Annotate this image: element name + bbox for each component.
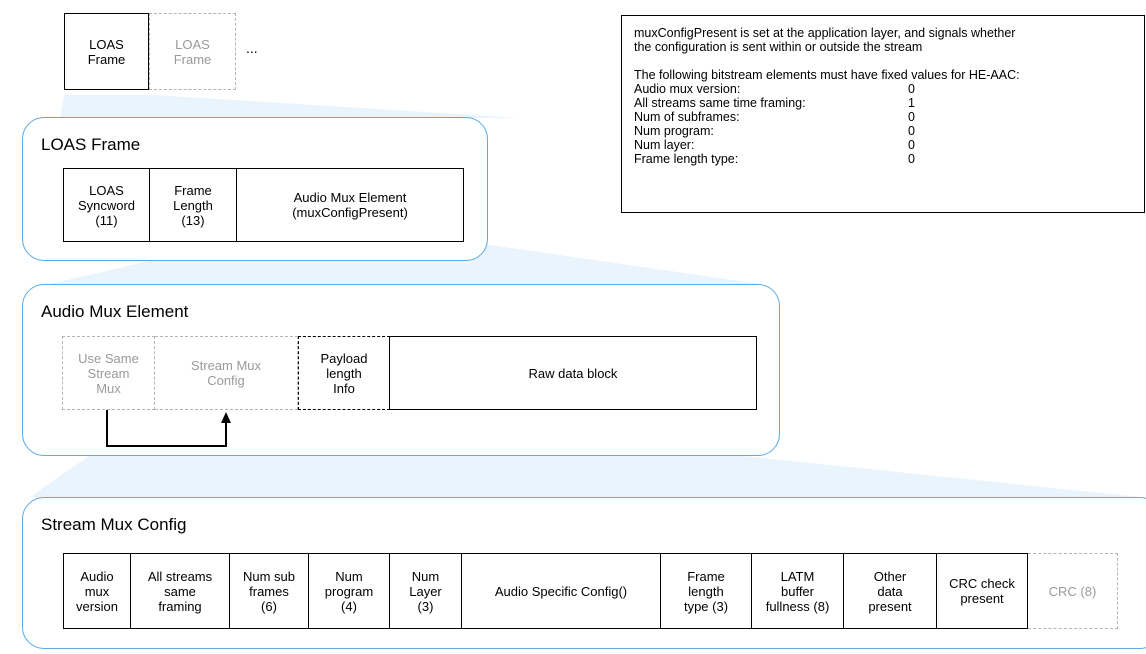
loas-frame-box-next: LOAS Frame xyxy=(149,13,236,90)
other-data-present-cell: Other data present xyxy=(843,553,937,629)
note-line-3: The following bitstream elements must ha… xyxy=(634,68,1020,82)
note-line-1: muxConfigPresent is set at the applicati… xyxy=(634,26,1016,40)
latm-buffer-fullness-cell: LATM buffer fullness (8) xyxy=(751,553,844,629)
audio-mux-version-cell: Audio mux version xyxy=(63,553,131,629)
payload-length-info-cell: Payload length Info xyxy=(298,336,390,410)
zoom-wedge-loas xyxy=(60,95,520,118)
use-same-stream-mux-cell: Use Same Stream Mux xyxy=(62,336,155,410)
note-row: Num of subframes:0 xyxy=(634,110,915,124)
note-row: Num program:0 xyxy=(634,124,915,138)
note-row: Num layer:0 xyxy=(634,138,915,152)
loas-frame-box: LOAS Frame xyxy=(64,13,149,90)
note-box: muxConfigPresent is set at the applicati… xyxy=(621,15,1145,213)
raw-data-block-cell: Raw data block xyxy=(389,336,757,410)
note-row: All streams same time framing:1 xyxy=(634,96,915,110)
crc-cell: CRC (8) xyxy=(1028,553,1118,629)
audio-mux-element-cell: Audio Mux Element (muxConfigPresent) xyxy=(236,168,464,242)
num-program-cell: Num program (4) xyxy=(308,553,390,629)
stream-mux-config-cell: Stream Mux Config xyxy=(155,336,298,410)
note-row: Audio mux version:0 xyxy=(634,82,915,96)
num-sub-frames-cell: Num sub frames (6) xyxy=(229,553,309,629)
frame-length-type-cell: Frame length type (3) xyxy=(660,553,752,629)
all-streams-same-framing-cell: All streams same framing xyxy=(130,553,230,629)
loas-frame-title: LOAS Frame xyxy=(41,135,141,154)
audio-mux-title: Audio Mux Element xyxy=(41,302,189,321)
stream-mux-title: Stream Mux Config xyxy=(41,515,187,534)
crc-check-present-cell: CRC check present xyxy=(936,553,1028,629)
note-line-2: the configuration is sent within or outs… xyxy=(634,40,923,54)
note-row: Frame length type:0 xyxy=(634,152,915,166)
frame-length-cell: Frame Length (13) xyxy=(149,168,237,242)
ellipsis: ... xyxy=(246,40,258,56)
num-layer-cell: Num Layer (3) xyxy=(389,553,462,629)
audio-specific-config-cell: Audio Specific Config() xyxy=(461,553,661,629)
